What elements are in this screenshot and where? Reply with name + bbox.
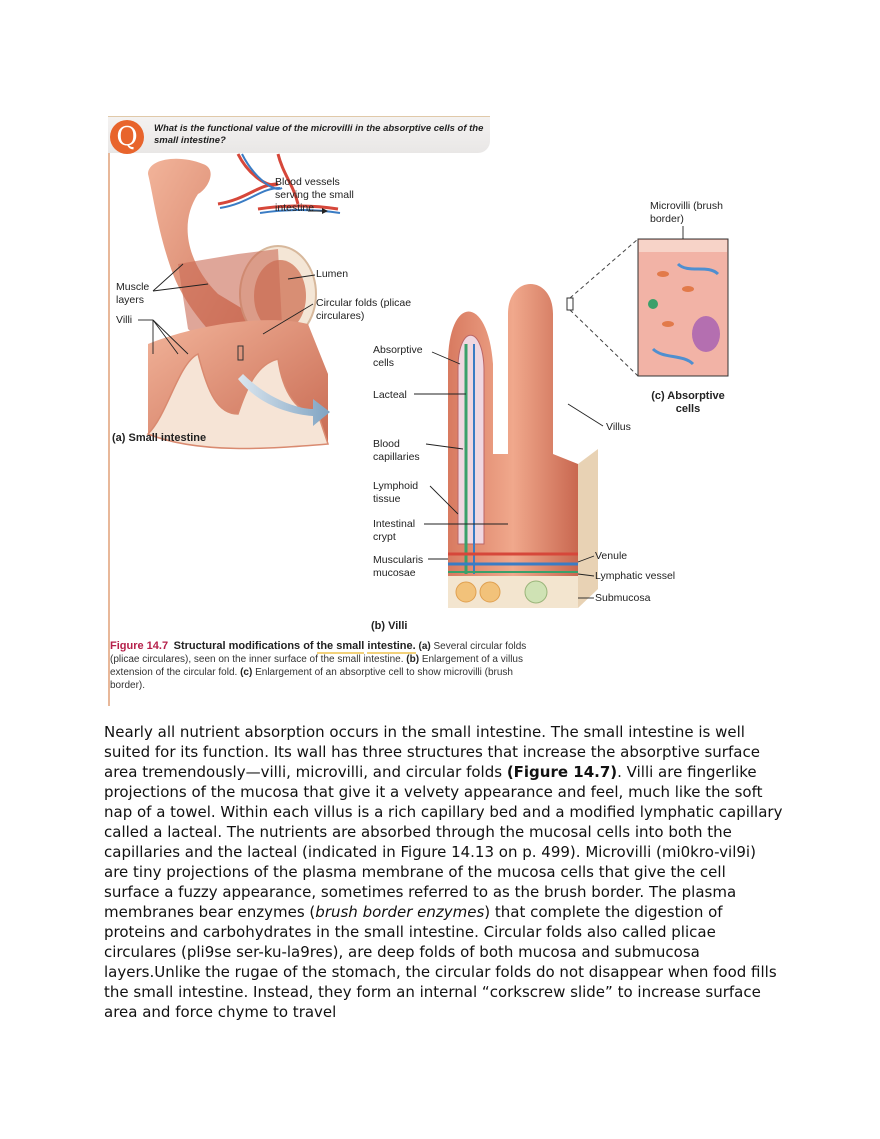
figure-14-7: Q What is the functional value of the mi… <box>108 114 738 710</box>
figure-title-text: Structural modifications of <box>173 640 317 652</box>
small-intestine-illustration <box>138 153 729 608</box>
label-lymphoid-tissue: Lymphoid tissue <box>373 480 419 505</box>
paragraph: Nearly all nutrient absorption occurs in… <box>104 722 784 1022</box>
figure-title-highlight-1: the small <box>316 640 365 654</box>
panel-c-title: (c) Absorptive cells <box>651 390 725 415</box>
paragraph-text-1: Nearly all nutrient absorption occurs in… <box>104 723 760 781</box>
question-text: What is the functional value of the micr… <box>154 123 484 146</box>
paragraph-text-2: . Villi are fingerlike projections of th… <box>104 763 783 921</box>
figure-left-rule <box>108 150 110 706</box>
caption-marker-b: (b) <box>406 654 420 665</box>
caption-part-b: Enlargement of a villus extension of the… <box>110 654 523 678</box>
villi-block-icon <box>448 284 598 608</box>
caption-marker-c: (c) <box>240 667 253 678</box>
label-villus: Villus <box>606 421 631 433</box>
label-absorptive-cells: Absorptive cells <box>373 344 423 369</box>
label-villi: Villi <box>116 314 133 326</box>
figure-number: Figure 14.7 <box>110 640 169 652</box>
label-blood-vessels: Blood vessels serving the small intestin… <box>275 176 354 214</box>
label-lymphatic-vessel: Lymphatic vessel <box>595 570 676 582</box>
caption-marker-a: (a) <box>418 641 431 652</box>
absorptive-cell-inset-icon <box>569 238 729 377</box>
body-paragraph: Nearly all nutrient absorption occurs in… <box>104 722 784 1022</box>
figure-caption: Figure 14.7 Structural modifications of … <box>110 640 540 692</box>
caption-part-a: Several circular folds (plicae circulare… <box>110 641 527 665</box>
label-circular-folds: Circular folds (plicae circulares) <box>316 297 412 322</box>
label-muscularis-mucosae: Muscularis mucosae <box>373 554 424 579</box>
label-submucosa: Submucosa <box>595 592 651 604</box>
label-lumen: Lumen <box>316 268 349 280</box>
panel-b-title: (b) Villi <box>371 620 408 632</box>
paragraph-text-3: ) that complete the digestion of protein… <box>104 903 777 1021</box>
figure-title-highlight-2: intestine. <box>367 640 416 654</box>
figure-title: Structural modifications of the small in… <box>174 640 416 654</box>
label-intestinal-crypt: Intestinal crypt <box>373 518 416 543</box>
label-blood-capillaries: Blood capillaries <box>373 438 420 463</box>
label-muscle-layers: Muscle layers <box>116 281 150 306</box>
caption-part-c: Enlargement of an absorptive cell to sho… <box>110 667 513 691</box>
label-lacteal: Lacteal <box>373 389 407 401</box>
question-icon: Q <box>110 120 144 154</box>
label-venule: Venule <box>595 550 628 562</box>
label-microvilli: Microvilli (brush border) <box>650 200 723 225</box>
panel-a-title: (a) Small intestine <box>112 432 207 444</box>
brush-border-enzymes-term: brush border enzymes <box>315 903 485 921</box>
leader-lines <box>138 226 684 599</box>
question-banner: Q What is the functional value of the mi… <box>108 116 490 154</box>
figure-reference: (Figure 14.7) <box>506 763 618 781</box>
